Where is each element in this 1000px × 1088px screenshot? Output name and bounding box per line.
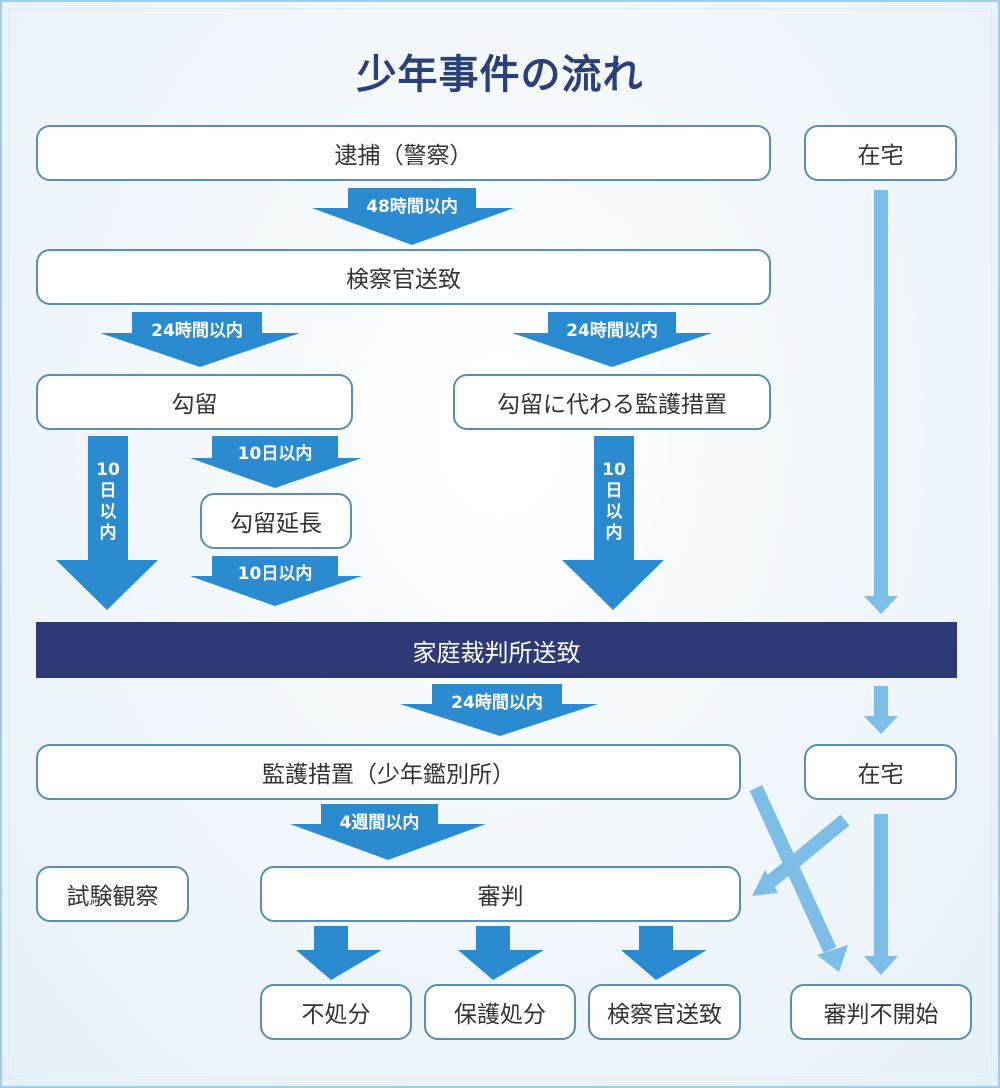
- node-at-home-2: 在宅: [804, 744, 957, 800]
- node-family-court-referral: 家庭裁判所送致: [36, 622, 957, 678]
- node-hearing: 審判: [260, 866, 741, 922]
- label-4-weeks: 4週間以内: [339, 813, 420, 833]
- vlabel-char: 内: [605, 523, 623, 543]
- vlabel-char: 日: [99, 481, 117, 501]
- label-10d-vertical-left: 10 日 以 内: [88, 460, 128, 544]
- vlabel-char: 10: [96, 460, 120, 480]
- arrow-custody-to-no-hearing-head: [817, 945, 848, 972]
- arrow-at-home-to-family-court: [864, 190, 898, 614]
- node-prosecutor-referral-2: 検察官送致: [588, 984, 741, 1040]
- label-10d-after-extension: 10日以内: [237, 564, 313, 584]
- vlabel-char: 内: [99, 523, 117, 543]
- node-detention: 勾留: [36, 374, 353, 430]
- arrow-10d-after-extension: [190, 556, 362, 606]
- label-10d-to-extension: 10日以内: [237, 444, 313, 464]
- vlabel-char: 以: [605, 502, 623, 522]
- arrow-at-home-to-no-hearing: [864, 814, 898, 975]
- arrow-48h: [312, 188, 514, 245]
- label-10d-vertical-right: 10 日 以 内: [594, 460, 634, 544]
- node-prosecutor-referral: 検察官送致: [36, 249, 771, 305]
- arrow-at-home-to-hearing-head: [752, 870, 778, 896]
- vlabel-char: 以: [99, 502, 117, 522]
- arrow-10d-to-extension: [190, 436, 362, 488]
- node-alternative-custody: 勾留に代わる監護措置: [453, 374, 771, 430]
- vlabel-char: 10: [602, 460, 626, 480]
- arrow-to-no-disposition: [296, 926, 382, 980]
- node-detention-extension: 勾留延長: [200, 493, 352, 549]
- arrow-4-weeks: [290, 804, 486, 860]
- vlabel-char: 日: [605, 481, 623, 501]
- arrow-10d-vertical-left: [56, 436, 158, 610]
- node-custody-classification-home: 監護措置（少年鑑別所）: [36, 744, 741, 800]
- arrow-24h-family: [400, 684, 598, 736]
- diagram-title: 少年事件の流れ: [356, 52, 644, 98]
- arrow-24h-right: [512, 312, 712, 367]
- node-no-hearing: 審判不開始: [790, 984, 972, 1040]
- label-24h-right: 24時間以内: [566, 321, 658, 341]
- label-24h-family: 24時間以内: [451, 693, 543, 713]
- node-protective-disposition: 保護処分: [424, 984, 576, 1040]
- node-no-disposition: 不処分: [260, 984, 412, 1040]
- label-24h-left: 24時間以内: [151, 321, 243, 341]
- arrow-24h-left: [100, 312, 300, 367]
- arrow-at-home-to-hearing-shaft: [765, 814, 850, 888]
- arrow-to-prosecutor-referral: [621, 926, 707, 980]
- arrow-family-court-to-at-home: [864, 686, 898, 734]
- arrow-10d-vertical-right: [562, 436, 664, 610]
- node-probation-trial: 試験観察: [36, 866, 189, 922]
- node-at-home-1: 在宅: [804, 125, 957, 181]
- arrow-to-protective-disposition: [458, 926, 544, 980]
- node-arrest: 逮捕（警察）: [36, 125, 771, 181]
- label-48h: 48時間以内: [366, 197, 458, 217]
